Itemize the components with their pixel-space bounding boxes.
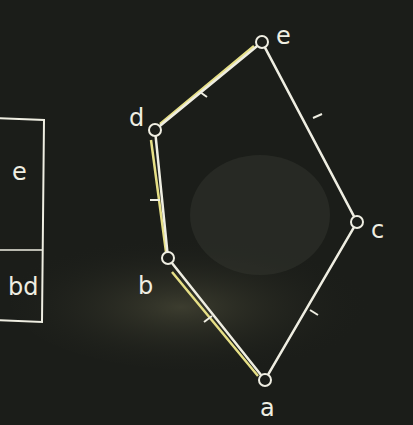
lattice-edge [156,137,168,251]
element-label: d [129,106,144,130]
lattice-point: d [148,123,162,137]
lattice-point: e [255,35,269,49]
side-note: e [12,160,27,184]
highlight-chain [151,46,258,376]
element-label: e [276,24,291,48]
edge-ticks [150,92,322,322]
lattice-edge [265,48,353,216]
lattice-edge [269,228,354,374]
side-box [0,118,44,322]
element-label: b [138,274,153,298]
side-box-divider [0,249,42,251]
lattice-point: a [258,373,272,387]
lattice-point: b [161,251,175,265]
element-label: c [371,218,384,242]
side-note: bd [8,275,38,299]
erased-scribble [190,155,330,275]
chalk-smudge [10,230,390,370]
lattice-point: c [350,215,364,229]
element-label: a [260,396,275,420]
lattice-edge [160,46,256,125]
lattice-edge [172,263,260,374]
